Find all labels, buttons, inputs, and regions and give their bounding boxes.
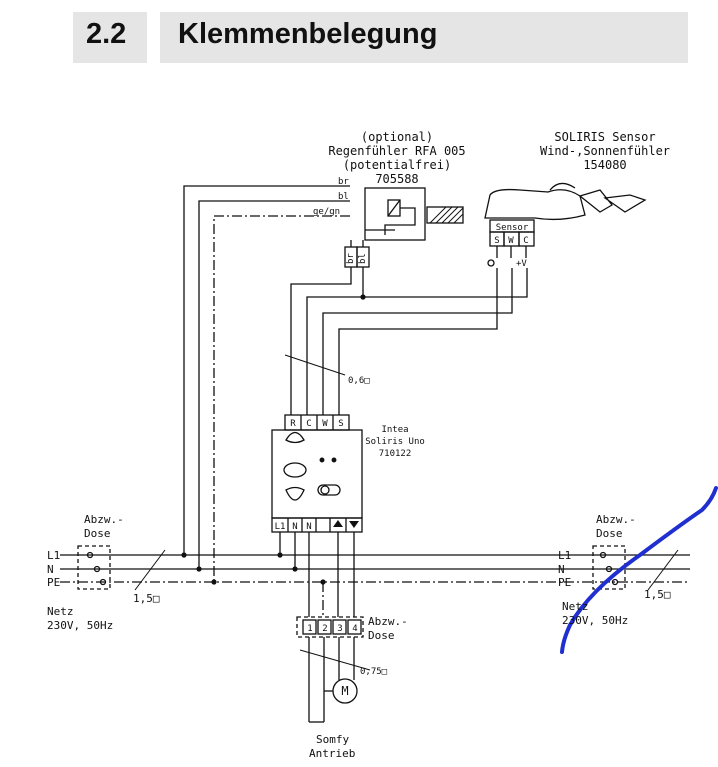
- right-pe: PE: [558, 576, 571, 589]
- left-junction-box: [77, 545, 111, 590]
- control-model: Soliris Uno: [365, 437, 425, 447]
- cable-motor-label: 0,75□: [360, 667, 388, 677]
- cable-mains-right: 1,5□: [644, 588, 671, 601]
- wire-gegn: [213, 215, 350, 582]
- soliris-c: C: [523, 236, 528, 246]
- motor-terminal-2: 2: [322, 624, 327, 634]
- motor-box-label-2: Dose: [368, 629, 395, 642]
- section-title-box: Klemmenbelegung: [160, 12, 688, 63]
- soliris-sensor-body: [484, 188, 586, 221]
- section-number-box: 2.2: [73, 12, 147, 63]
- soliris-w: W: [508, 236, 514, 246]
- right-box-label-2: Dose: [596, 527, 623, 540]
- sun-symbol: [487, 259, 495, 267]
- terminal-l1: L1: [275, 522, 286, 532]
- motor-junction-box: [296, 616, 364, 638]
- left-n: N: [47, 563, 54, 576]
- motor-terminal-1: 1: [307, 624, 312, 634]
- wire-c-sensor: [362, 267, 528, 298]
- netz-left-2: 230V, 50Hz: [47, 619, 113, 632]
- motor-box-label-1: Abzw.-: [368, 615, 408, 628]
- terminal-w: W: [322, 419, 328, 429]
- wire-label-gegn: ge/gn: [313, 207, 340, 217]
- wire-label-br: br: [338, 177, 349, 187]
- section-title: Klemmenbelegung: [178, 18, 438, 50]
- right-n: N: [558, 563, 565, 576]
- rain-sensor-number: 705588: [375, 172, 418, 186]
- pen-annotation: [560, 486, 718, 654]
- netz-right-1: Netz: [562, 600, 589, 613]
- netz-left-1: Netz: [47, 605, 74, 618]
- right-junction-box: [592, 545, 626, 590]
- rain-sensor-type: (potentialfrei): [343, 158, 451, 172]
- rain-sensor-probe: [426, 206, 464, 224]
- rain-sensor-model: Regenfühler RFA 005: [328, 144, 465, 158]
- terminal-n2: N: [306, 522, 311, 532]
- motor-m: M: [341, 684, 348, 698]
- soliris-wind-vane: [578, 189, 647, 213]
- terminal-n1: N: [292, 522, 297, 532]
- mode-switch: [317, 484, 341, 496]
- wire-w: [322, 268, 513, 415]
- soliris-title: SOLIRIS Sensor: [554, 130, 655, 144]
- terminal-s: S: [338, 419, 343, 429]
- soliris-sensor-label: Sensor: [496, 223, 529, 233]
- led-2: [331, 457, 337, 463]
- control-name: Intea: [381, 425, 408, 435]
- motor-terminal-4: 4: [352, 624, 357, 634]
- right-l1: L1: [558, 549, 571, 562]
- motor-terminal-3: 3: [337, 624, 342, 634]
- terminal-r: R: [290, 419, 296, 429]
- left-box-label-2: Dose: [84, 527, 111, 540]
- control-number: 710122: [379, 449, 412, 459]
- section-number: 2.2: [86, 18, 127, 50]
- control-bottom-terminal-strip: [271, 517, 363, 533]
- motor-label-2: Antrieb: [309, 747, 355, 760]
- soliris-s: S: [494, 236, 499, 246]
- soliris-subtitle: Wind-,Sonnenfühler: [540, 144, 670, 158]
- rain-sensor-box: [364, 187, 426, 241]
- right-box-label-1: Abzw.-: [596, 513, 636, 526]
- down-button: [285, 486, 305, 501]
- wire-br: [183, 185, 350, 555]
- soliris-plus-v: +V: [516, 259, 527, 269]
- stop-button: [283, 462, 307, 478]
- wire-s: [338, 268, 498, 415]
- wire-r: [290, 267, 352, 415]
- left-l1: L1: [47, 549, 60, 562]
- led-1: [319, 457, 325, 463]
- pin-label-bl: bl: [358, 253, 368, 264]
- wire-label-bl: bl: [338, 192, 349, 202]
- soliris-number: 154080: [583, 158, 626, 172]
- left-pe: PE: [47, 576, 60, 589]
- pin-label-br: br: [346, 253, 356, 264]
- terminal-c: C: [306, 419, 311, 429]
- left-box-label-1: Abzw.-: [84, 513, 124, 526]
- wire-bl: [198, 200, 350, 569]
- rain-sensor-optional: (optional): [361, 130, 433, 144]
- up-button: [285, 431, 305, 444]
- motor-label-1: Somfy: [316, 733, 349, 746]
- cable-mains-left: 1,5□: [133, 592, 160, 605]
- netz-right-2: 230V, 50Hz: [562, 614, 628, 627]
- cable-upper-label: 0,6□: [348, 376, 370, 386]
